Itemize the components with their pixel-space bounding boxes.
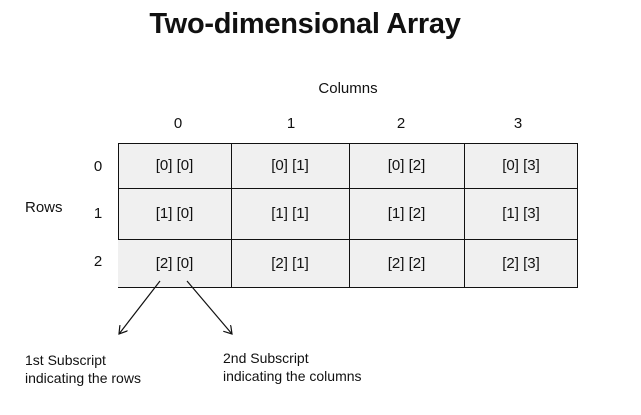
cell-1-0: [1] [0]: [118, 188, 231, 239]
array-grid: [0] [0] [0] [1] [0] [2] [0] [3] [1] [0] …: [118, 143, 578, 288]
grid-line-row-1: [118, 188, 578, 189]
cell-2-0: [2] [0]: [118, 239, 231, 288]
second-subscript-note: 2nd Subscript indicating the columns: [223, 349, 362, 385]
column-index-3: 3: [513, 115, 523, 132]
diagram-title: Two-dimensional Array: [149, 8, 461, 40]
rows-label: Rows: [25, 199, 63, 216]
cell-1-2: [1] [2]: [349, 188, 464, 239]
grid-line-row-2: [118, 239, 578, 240]
second-subscript-line-1: 2nd Subscript: [223, 350, 309, 366]
second-subscript-line-2: indicating the columns: [223, 368, 362, 384]
cell-0-2: [0] [2]: [349, 143, 464, 188]
grid-line-col-3: [464, 143, 465, 288]
grid-line-col-2: [349, 143, 350, 288]
first-subscript-note: 1st Subscript indicating the rows: [25, 351, 141, 387]
cell-2-1: [2] [1]: [231, 239, 349, 288]
first-subscript-line-1: 1st Subscript: [25, 352, 106, 368]
grid-line-col-1: [231, 143, 232, 288]
columns-label: Columns: [318, 80, 378, 97]
row-index-0: 0: [93, 158, 103, 175]
cell-0-0: [0] [0]: [118, 143, 231, 188]
grid-line-left: [118, 143, 119, 239]
cell-2-3: [2] [3]: [464, 239, 578, 288]
cell-1-3: [1] [3]: [464, 188, 578, 239]
grid-line-top: [118, 143, 578, 144]
column-index-2: 2: [396, 115, 406, 132]
first-subscript-line-2: indicating the rows: [25, 370, 141, 386]
second-subscript-arrow: [186, 280, 232, 334]
grid-line-right: [577, 143, 578, 288]
cell-2-2: [2] [2]: [349, 239, 464, 288]
row-index-1: 1: [93, 205, 103, 222]
column-index-1: 1: [286, 115, 296, 132]
first-subscript-arrow: [119, 280, 161, 334]
row-index-2: 2: [93, 253, 103, 270]
cell-0-1: [0] [1]: [231, 143, 349, 188]
column-index-0: 0: [173, 115, 183, 132]
cell-1-1: [1] [1]: [231, 188, 349, 239]
cell-0-3: [0] [3]: [464, 143, 578, 188]
grid-line-bottom: [118, 287, 578, 288]
